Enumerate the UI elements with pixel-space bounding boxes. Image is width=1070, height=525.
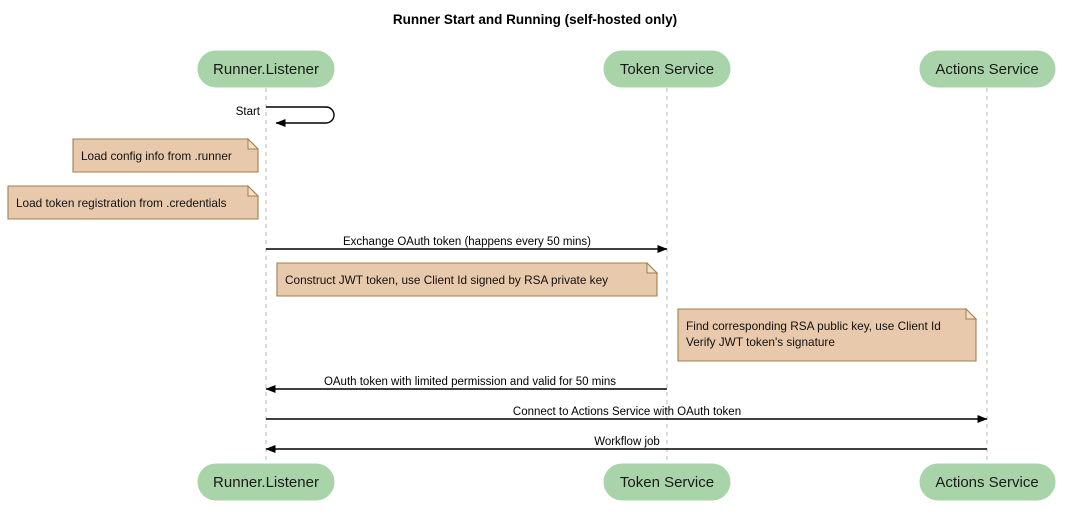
- participant-header-actions[interactable]: Actions Service: [919, 50, 1056, 88]
- self-message-start-arrow: [266, 106, 335, 127]
- participant-label-token: Token Service: [620, 61, 714, 78]
- note-load-token: Load token registration from .credential…: [7, 184, 260, 220]
- message-exchange-oauth: Exchange OAuth token (happens every 50 m…: [266, 236, 668, 253]
- participant-label-token-footer: Token Service: [620, 474, 714, 491]
- note-construct-jwt-line-1: Construct JWT token, use Client Id signe…: [285, 273, 608, 287]
- message-workflow-job-label: Workflow job: [594, 436, 660, 448]
- note-load-config: Load config info from .runner: [72, 137, 260, 173]
- message-connect-actions-label: Connect to Actions Service with OAuth to…: [513, 406, 741, 418]
- note-verify-jwt: Find corresponding RSA public key, use C…: [677, 307, 978, 362]
- note-verify-jwt-line-1: Find corresponding RSA public key, use C…: [686, 319, 941, 333]
- participant-label-runner: Runner.Listener: [213, 61, 319, 78]
- message-connect-actions: Connect to Actions Service with OAuth to…: [266, 406, 988, 423]
- note-verify-jwt-body: [677, 308, 977, 362]
- note-load-token-body: [7, 185, 259, 220]
- self-message-start: Start: [236, 106, 335, 127]
- participant-label-actions: Actions Service: [935, 61, 1038, 78]
- participant-box-actions-footer[interactable]: [919, 463, 1056, 501]
- participant-footer-token[interactable]: Token Service: [603, 463, 731, 501]
- message-oauth-token-reply: OAuth token with limited permission and …: [265, 376, 667, 393]
- participant-box-token[interactable]: [603, 50, 731, 88]
- message-exchange-oauth-label: Exchange OAuth token (happens every 50 m…: [343, 236, 591, 248]
- participant-label-actions-footer: Actions Service: [935, 474, 1038, 491]
- participant-footer-actions[interactable]: Actions Service: [919, 463, 1056, 501]
- participant-box-actions[interactable]: [919, 50, 1056, 88]
- participant-box-token-footer[interactable]: [603, 463, 731, 501]
- note-construct-jwt-fold-icon: [646, 261, 659, 274]
- note-verify-jwt-fold-icon: [965, 307, 978, 320]
- lifelines-group: [265, 88, 988, 464]
- diagram-title: Runner Start and Running (self-hosted on…: [393, 12, 677, 27]
- participant-box-runner-footer[interactable]: [197, 463, 335, 501]
- note-load-config-fold-icon: [247, 137, 260, 150]
- note-construct-jwt-body: [276, 262, 658, 297]
- self-message-start-label: Start: [236, 106, 261, 118]
- participant-footer-runner[interactable]: Runner.Listener: [197, 463, 335, 501]
- participant-label-runner-footer: Runner.Listener: [213, 474, 319, 491]
- note-load-config-body: [72, 138, 259, 173]
- note-load-token-fold-icon: [247, 184, 260, 197]
- participant-header-token[interactable]: Token Service: [603, 50, 731, 88]
- note-construct-jwt: Construct JWT token, use Client Id signe…: [276, 261, 659, 297]
- note-verify-jwt-line-2: Verify JWT token's signature: [686, 335, 835, 349]
- message-workflow-job: Workflow job: [265, 436, 987, 453]
- note-load-token-line-1: Load token registration from .credential…: [16, 196, 227, 210]
- participant-header-runner[interactable]: Runner.Listener: [197, 50, 335, 88]
- message-oauth-token-reply-label: OAuth token with limited permission and …: [324, 376, 616, 388]
- participant-box-runner[interactable]: [197, 50, 335, 88]
- note-load-config-line-1: Load config info from .runner: [81, 149, 232, 163]
